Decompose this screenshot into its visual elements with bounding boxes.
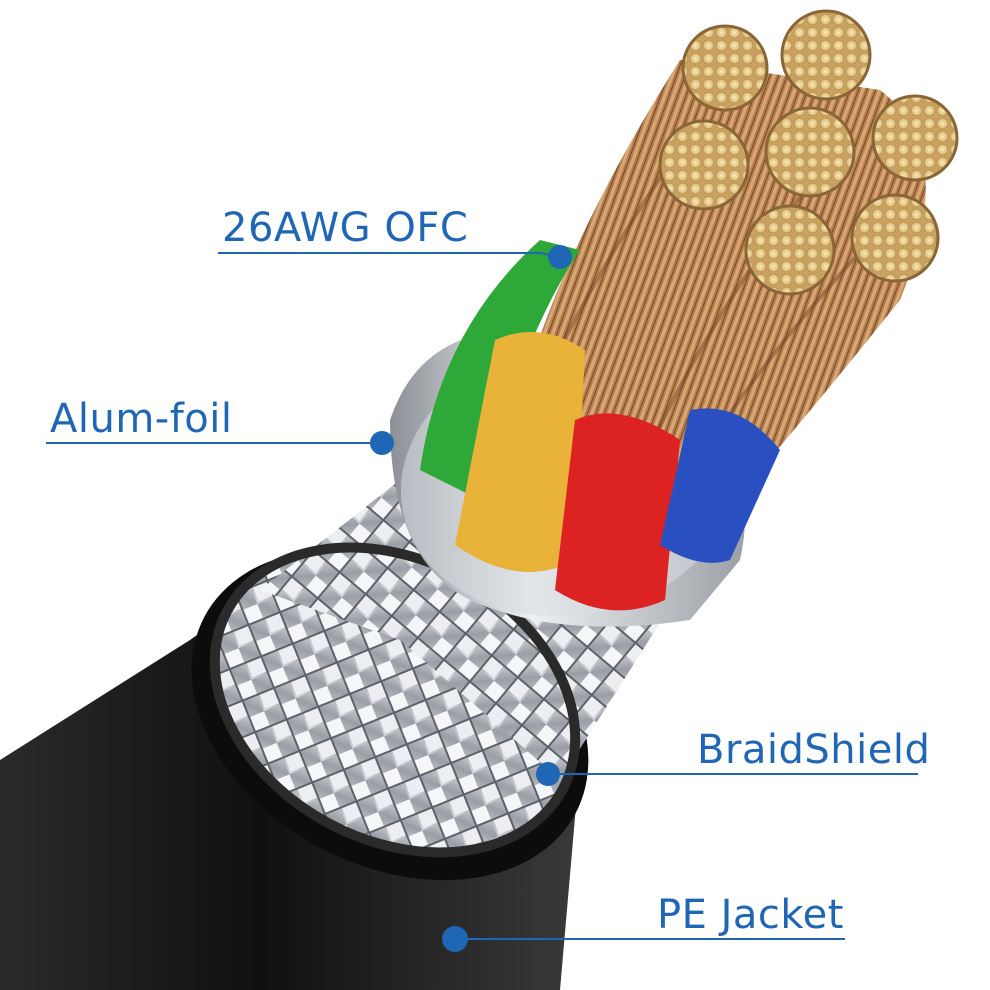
label-pe-jacket: PE Jacket [657, 892, 844, 938]
label-foil: Alum-foil [50, 396, 233, 442]
red-wire [555, 413, 680, 611]
callout-lines [46, 245, 918, 952]
dot-braid [536, 762, 560, 786]
yellow-wire [455, 332, 585, 572]
dot-conductor [548, 245, 572, 269]
strand-tips [658, 9, 959, 296]
label-braid-shield: BraidShield [697, 727, 931, 773]
insulated-wires [420, 240, 780, 611]
dot-foil [370, 431, 394, 455]
dot-jacket [442, 926, 468, 952]
label-conductor: 26AWG OFC [222, 205, 469, 251]
blue-wire [660, 408, 780, 563]
